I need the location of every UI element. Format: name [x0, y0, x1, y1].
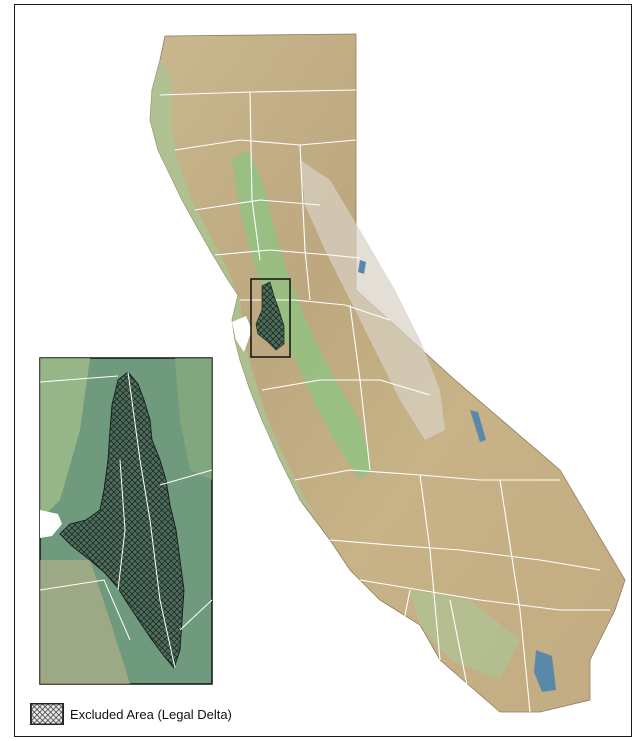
- inset-county-lines: [39, 371, 213, 669]
- legal-delta-inset[interactable]: [59, 371, 185, 669]
- inset-terrain-right: [175, 358, 212, 480]
- salton-sea: [534, 650, 556, 692]
- legend-label: Excluded Area (Legal Delta): [70, 706, 232, 722]
- inset-terrain-left: [40, 358, 90, 520]
- map-legend: Excluded Area (Legal Delta): [30, 703, 232, 725]
- delta-inset-map[interactable]: [39, 357, 213, 685]
- san-francisco-bay: [232, 316, 252, 352]
- lake-tahoe: [358, 260, 366, 274]
- inset-locator-box[interactable]: [250, 278, 291, 358]
- southern-vegetation: [410, 590, 520, 680]
- inset-bay-water: [40, 510, 62, 538]
- inset-terrain-bottom: [40, 560, 130, 684]
- legal-delta-main[interactable]: [255, 281, 285, 351]
- sierra-nevada: [300, 160, 445, 440]
- coastal-range-vegetation: [150, 60, 318, 520]
- central-valley: [232, 150, 372, 480]
- crosshatch-swatch-icon: [30, 703, 64, 725]
- county-boundaries: [159, 89, 610, 713]
- mono-lake: [470, 410, 486, 442]
